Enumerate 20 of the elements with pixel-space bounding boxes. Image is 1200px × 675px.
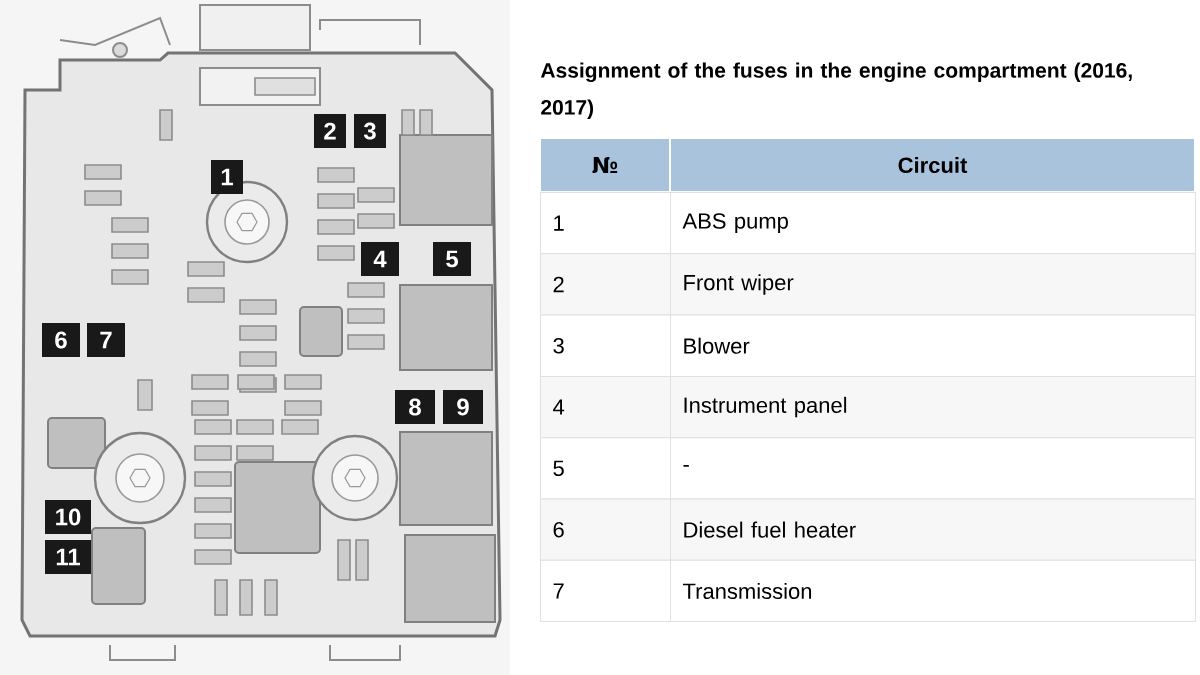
table-cell: 6: [540, 498, 671, 561]
table-header-cell: №: [539, 137, 671, 193]
callout-number: 8: [395, 390, 435, 424]
callout-number: 7: [87, 323, 125, 357]
callout-number: 1: [211, 160, 243, 194]
callout-number: 11: [45, 540, 91, 574]
callout-number: 6: [42, 323, 80, 357]
callout-number: 3: [354, 114, 386, 148]
callout-number: 2: [314, 114, 346, 148]
table-cell: 2: [540, 253, 671, 316]
table-cell: 1: [540, 192, 671, 255]
callout-number: 5: [433, 242, 471, 276]
table-cell: 3: [540, 314, 671, 377]
heading: Assignment of the fuses in the engine compartment (2016, 2017): [540, 62, 1132, 119]
table-cell: 5: [540, 437, 671, 500]
callout-number: 10: [45, 500, 91, 534]
callout-number: 4: [361, 242, 399, 276]
table-cell: 7: [540, 559, 671, 623]
table-cell: 4: [540, 375, 671, 439]
callout-number: 9: [443, 390, 483, 424]
